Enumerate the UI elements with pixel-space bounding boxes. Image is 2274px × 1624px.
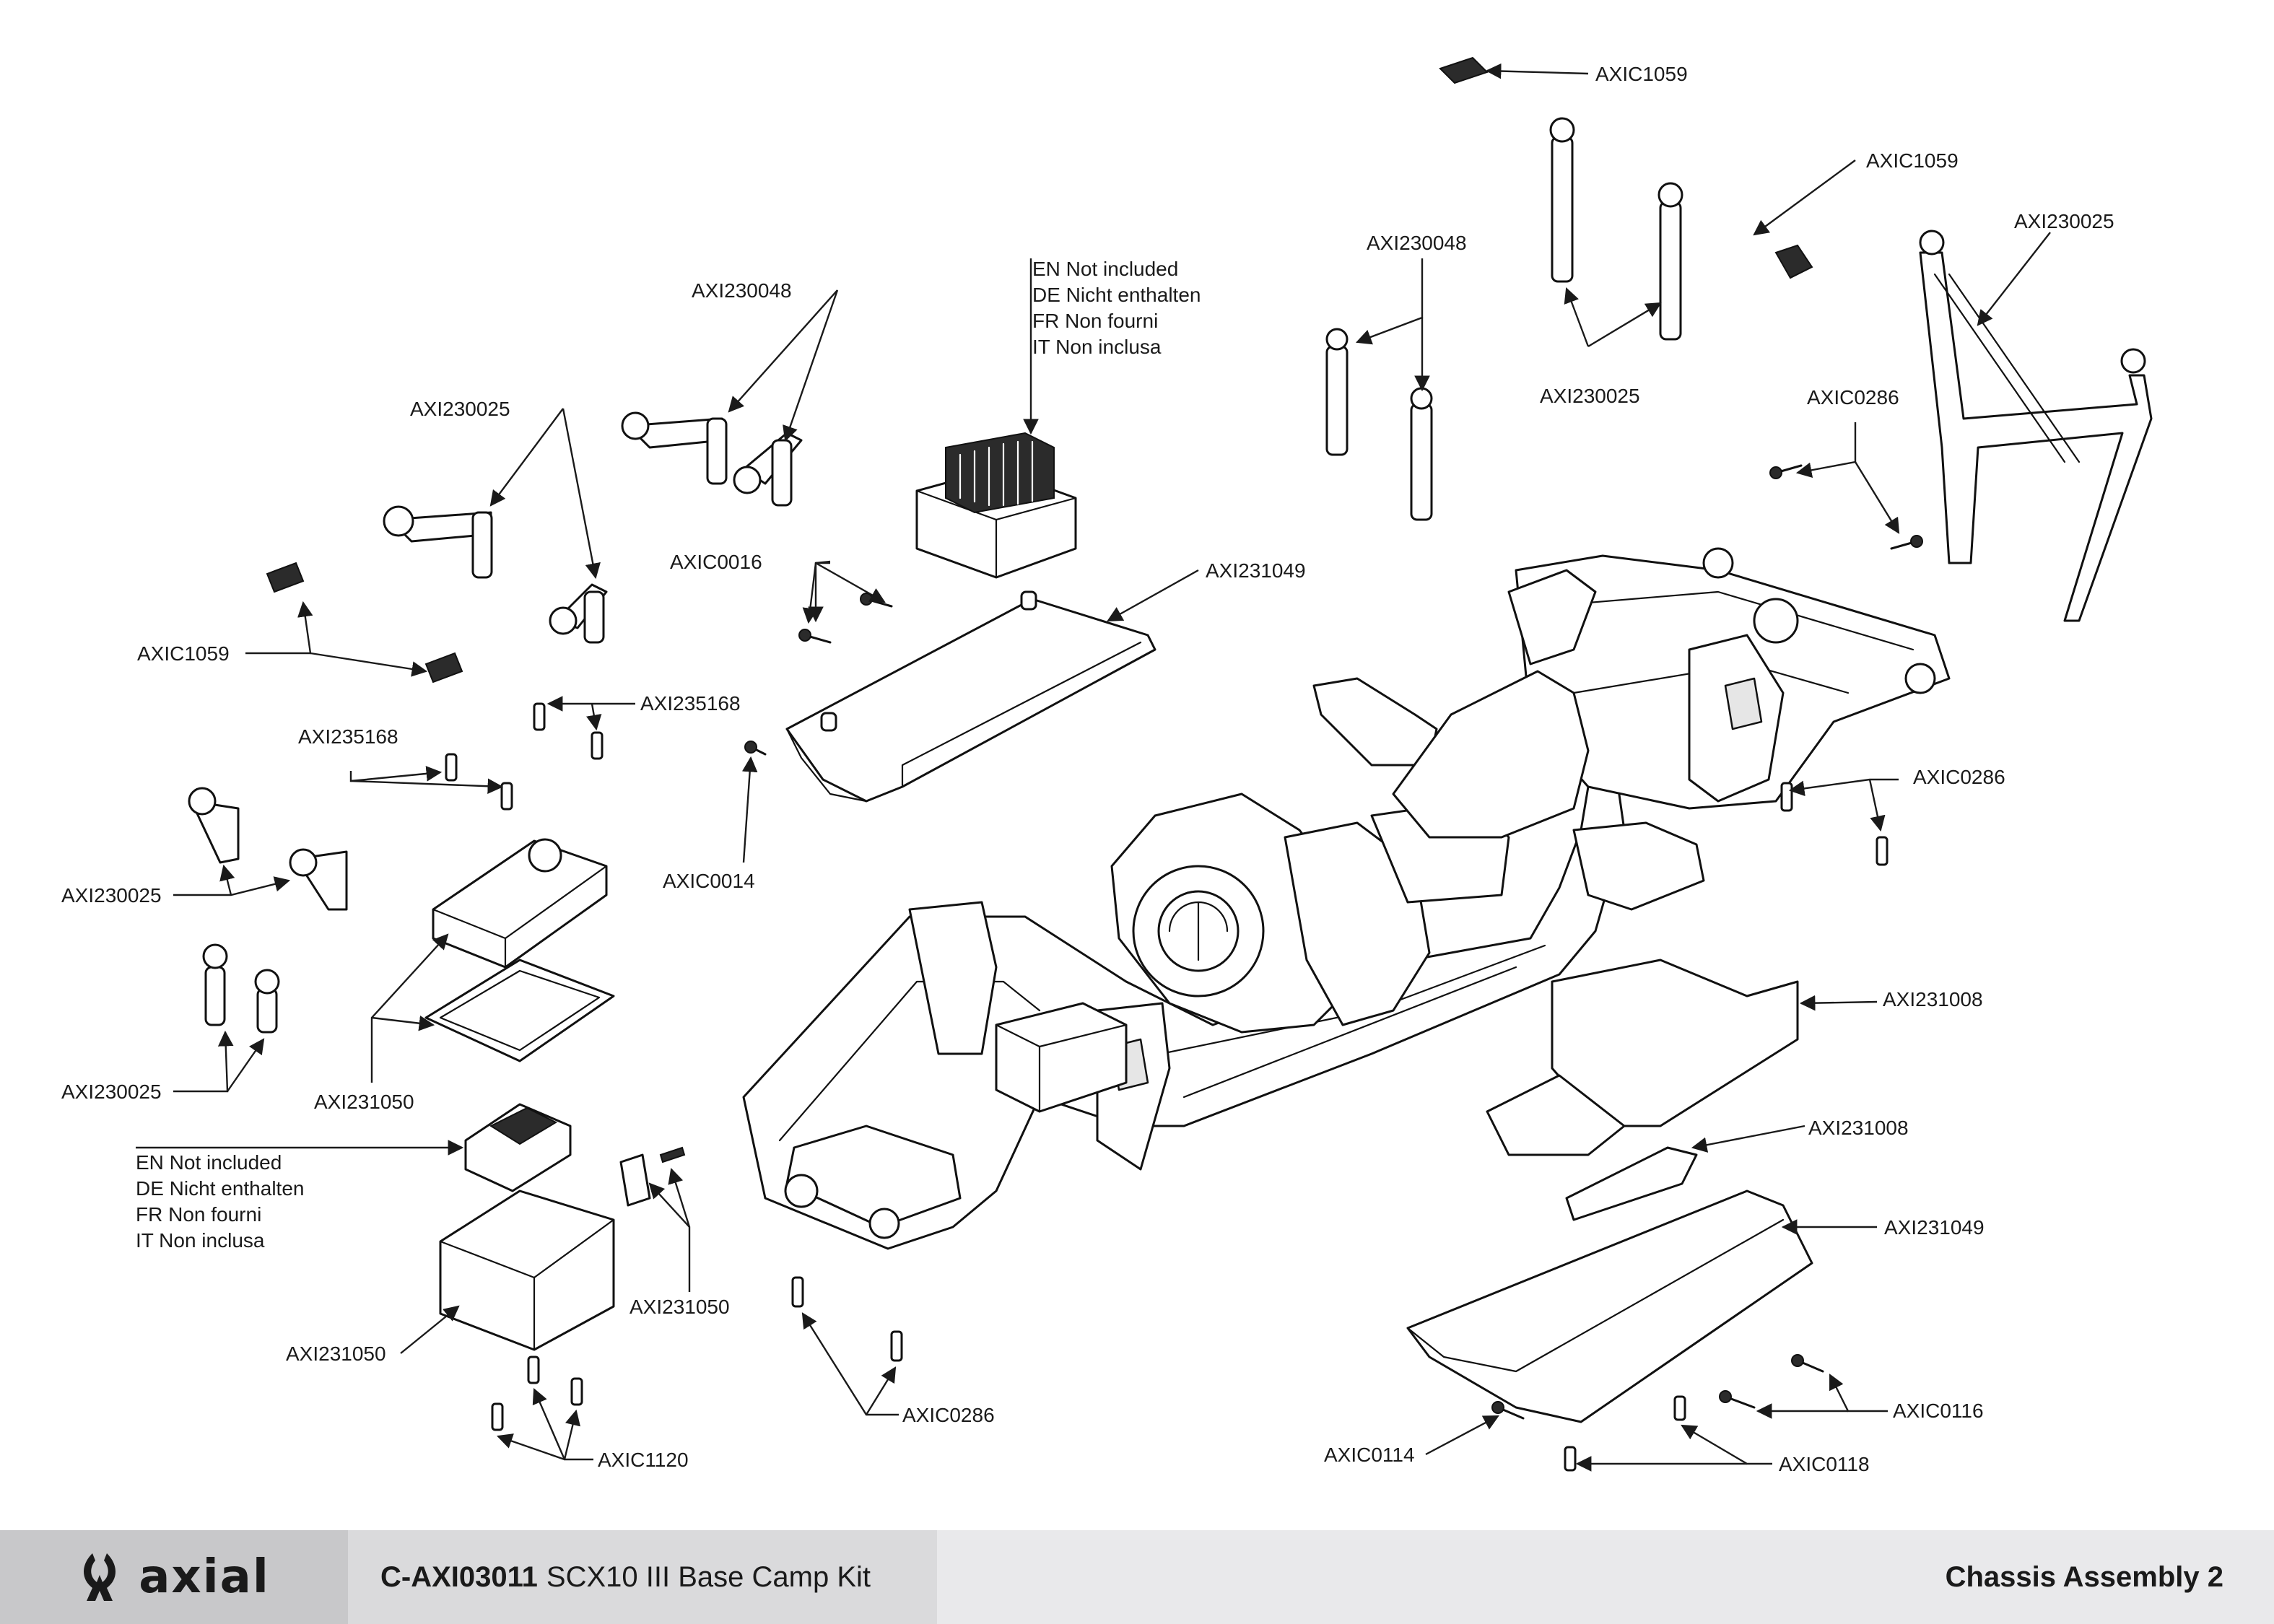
label-axi230048-right: AXI230048 <box>1367 232 1467 254</box>
receiver-box-lid <box>424 838 615 1062</box>
label-axi230025-rollbar: AXI230025 <box>2014 210 2114 232</box>
page-title: Chassis Assembly 2 <box>1945 1560 2223 1593</box>
label-axic1059-top: AXIC1059 <box>1595 63 1688 85</box>
footer-bar: axial C-AXI03011 SCX10 III Base Camp Kit… <box>0 1530 2274 1624</box>
label-axi230025-left-top: AXI230025 <box>410 398 510 420</box>
label-axic0116: AXIC0116 <box>1893 1400 1984 1422</box>
label-axi230025-posts-right: AXI230025 <box>1540 385 1640 407</box>
svg-text:IT Non inclusa: IT Non inclusa <box>1032 336 1162 358</box>
label-axic1120: AXIC1120 <box>598 1449 689 1471</box>
screws <box>445 464 1923 1472</box>
body-clips <box>266 56 1813 684</box>
svg-text:EN Not included: EN Not included <box>1032 258 1178 280</box>
svg-text:IT Non inclusa: IT Non inclusa <box>136 1229 265 1252</box>
label-axic0286-top: AXIC0286 <box>1807 386 1899 409</box>
bumper-mount-right <box>1406 959 1813 1423</box>
label-axi231050-lid: AXI231050 <box>314 1091 414 1113</box>
body-posts-right <box>1325 117 1683 521</box>
axial-logo-icon <box>84 1553 116 1601</box>
label-axi231049-bottom: AXI231049 <box>1884 1216 1985 1239</box>
label-axi231049-top: AXI231049 <box>1206 559 1306 582</box>
label-axi231050-clip: AXI231050 <box>630 1296 730 1318</box>
kit-title: C-AXI03011 SCX10 III Base Camp Kit <box>348 1530 937 1624</box>
part-labels: AXIC1059 AXIC1059 AXI230025 AXI230048 AX… <box>61 63 2114 1475</box>
label-axi235168-left: AXI235168 <box>298 725 398 748</box>
receiver-box <box>439 1103 686 1351</box>
svg-text:FR Non fourni: FR Non fourni <box>136 1203 261 1226</box>
svg-text:DE Nicht enthalten: DE Nicht enthalten <box>1032 284 1201 306</box>
label-axic1059-right: AXIC1059 <box>1866 149 1959 172</box>
label-axi230025-left-mid: AXI230025 <box>61 884 162 907</box>
not-included-note-left: EN Not included DE Nicht enthalten FR No… <box>136 1151 304 1252</box>
kit-code: C-AXI03011 <box>380 1560 538 1593</box>
battery-tray-top <box>785 590 1156 803</box>
brand-logo: axial <box>0 1530 348 1624</box>
svg-text:FR Non fourni: FR Non fourni <box>1032 310 1158 332</box>
body-mounts-left <box>188 411 803 1034</box>
esc-unit <box>915 432 1077 579</box>
label-axic0014: AXIC0014 <box>663 870 755 892</box>
label-axic0016: AXIC0016 <box>670 551 762 573</box>
label-axi231050-box: AXI231050 <box>286 1343 386 1365</box>
chassis-frame <box>742 547 1951 1250</box>
label-axi235168-right: AXI235168 <box>640 692 741 715</box>
kit-name: SCX10 III Base Camp Kit <box>546 1560 871 1593</box>
exploded-parts-diagram: AXIC1059 AXIC1059 AXI230025 AXI230048 AX… <box>61 56 2153 1475</box>
svg-text:DE Nicht enthalten: DE Nicht enthalten <box>136 1177 304 1200</box>
label-axic0286-bottom: AXIC0286 <box>902 1404 995 1426</box>
brand-name: axial <box>139 1550 270 1604</box>
label-axic0114: AXIC0114 <box>1324 1444 1415 1466</box>
label-axic0286-right: AXIC0286 <box>1913 766 2005 788</box>
rear-rollbar <box>1919 230 2153 622</box>
label-axi231008-lower: AXI231008 <box>1808 1117 1909 1139</box>
not-included-note-top: EN Not included DE Nicht enthalten FR No… <box>1032 258 1201 358</box>
label-axi230048-left: AXI230048 <box>692 279 792 302</box>
label-axi231008-upper: AXI231008 <box>1883 988 1983 1010</box>
label-axi230025-left-low: AXI230025 <box>61 1081 162 1103</box>
label-axic0118: AXIC0118 <box>1779 1453 1870 1475</box>
leader-lines <box>136 63 2051 1472</box>
svg-text:EN Not included: EN Not included <box>136 1151 282 1174</box>
label-axic1059-left: AXIC1059 <box>137 642 230 665</box>
